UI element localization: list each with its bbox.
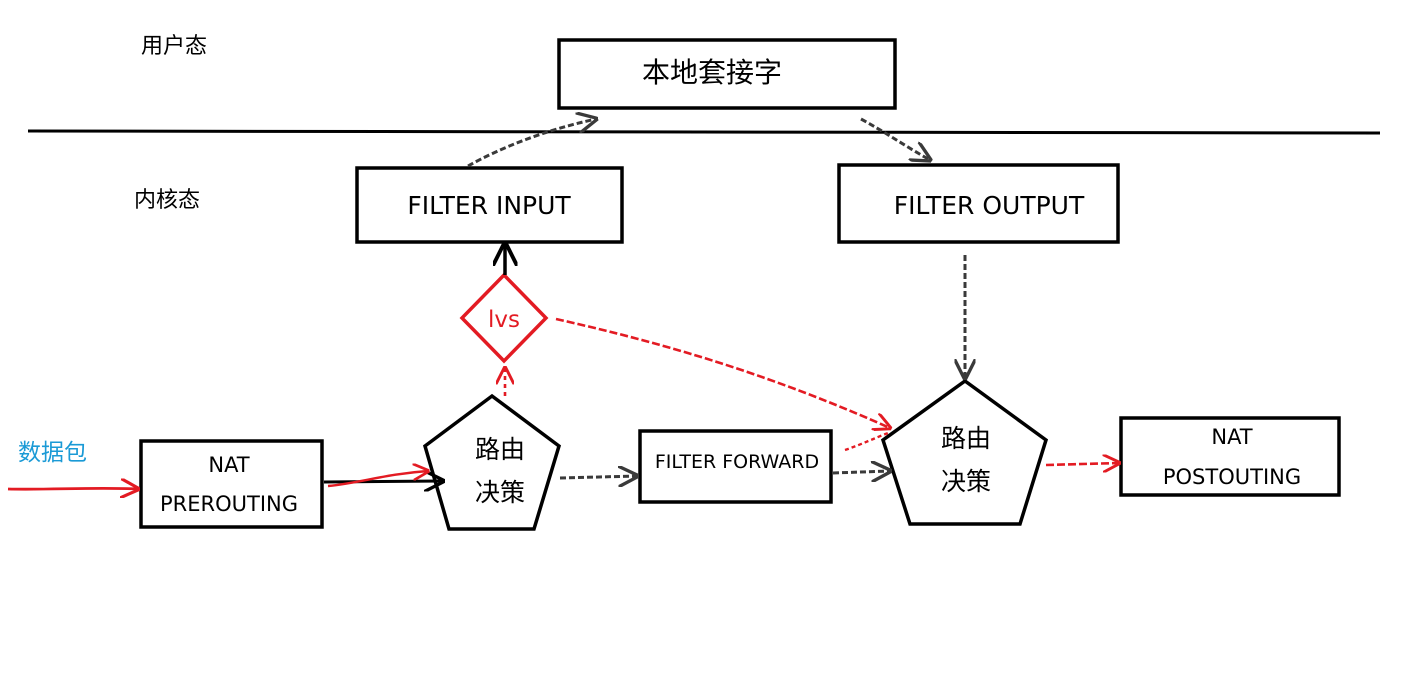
routing-2-red-hint — [844, 431, 889, 452]
nat-prerouting-box — [139, 439, 324, 529]
routing-decision-2-line1: 路由 — [941, 424, 991, 453]
socket-to-filter-output-arrow — [860, 117, 930, 160]
filter-output-box — [837, 163, 1120, 244]
nat-prerouting-label-line1: NAT — [208, 453, 249, 477]
user-kernel-divider — [27, 129, 1381, 135]
filter-input-label: FILTER INPUT — [407, 191, 571, 220]
lvs-diamond — [459, 272, 549, 364]
prerouting-to-routing-red-arrow — [327, 471, 428, 488]
filter-forward-box — [638, 429, 833, 504]
forward-to-routing-2-arrow — [832, 471, 890, 473]
routing-decision-2-line2: 决策 — [941, 467, 991, 496]
routing-decision-2-pentagon — [880, 378, 1049, 526]
nat-postouting-label-line1: NAT — [1211, 425, 1252, 449]
routing-decision-1-pentagon — [422, 393, 562, 531]
local-socket-label: 本地套接字 — [642, 56, 782, 89]
lvs-label: lvs — [488, 307, 520, 333]
routing-decision-1-line2: 决策 — [475, 478, 525, 507]
user-space-label: 用户态 — [141, 34, 207, 59]
filter-input-box — [355, 166, 624, 244]
filter-forward-label: FILTER FORWARD — [655, 451, 819, 473]
routing-to-forward-arrow — [559, 476, 637, 478]
filter-input-to-socket-arrow — [467, 119, 596, 168]
input-arrow — [7, 488, 138, 489]
packet-label: 数据包 — [18, 440, 87, 466]
nat-postouting-label-line2: POSTOUTING — [1163, 465, 1301, 489]
filter-output-label: FILTER OUTPUT — [894, 191, 1085, 220]
local-socket-box — [557, 38, 897, 110]
lvs-to-routing-2-arrow — [555, 317, 890, 428]
prerouting-to-routing-arrow — [323, 481, 443, 482]
routing-2-to-postouting-arrow — [1045, 463, 1119, 465]
nat-prerouting-label-line2: PREROUTING — [160, 492, 298, 516]
routing-decision-1-line1: 路由 — [475, 435, 525, 464]
kernel-space-label: 内核态 — [134, 188, 200, 213]
